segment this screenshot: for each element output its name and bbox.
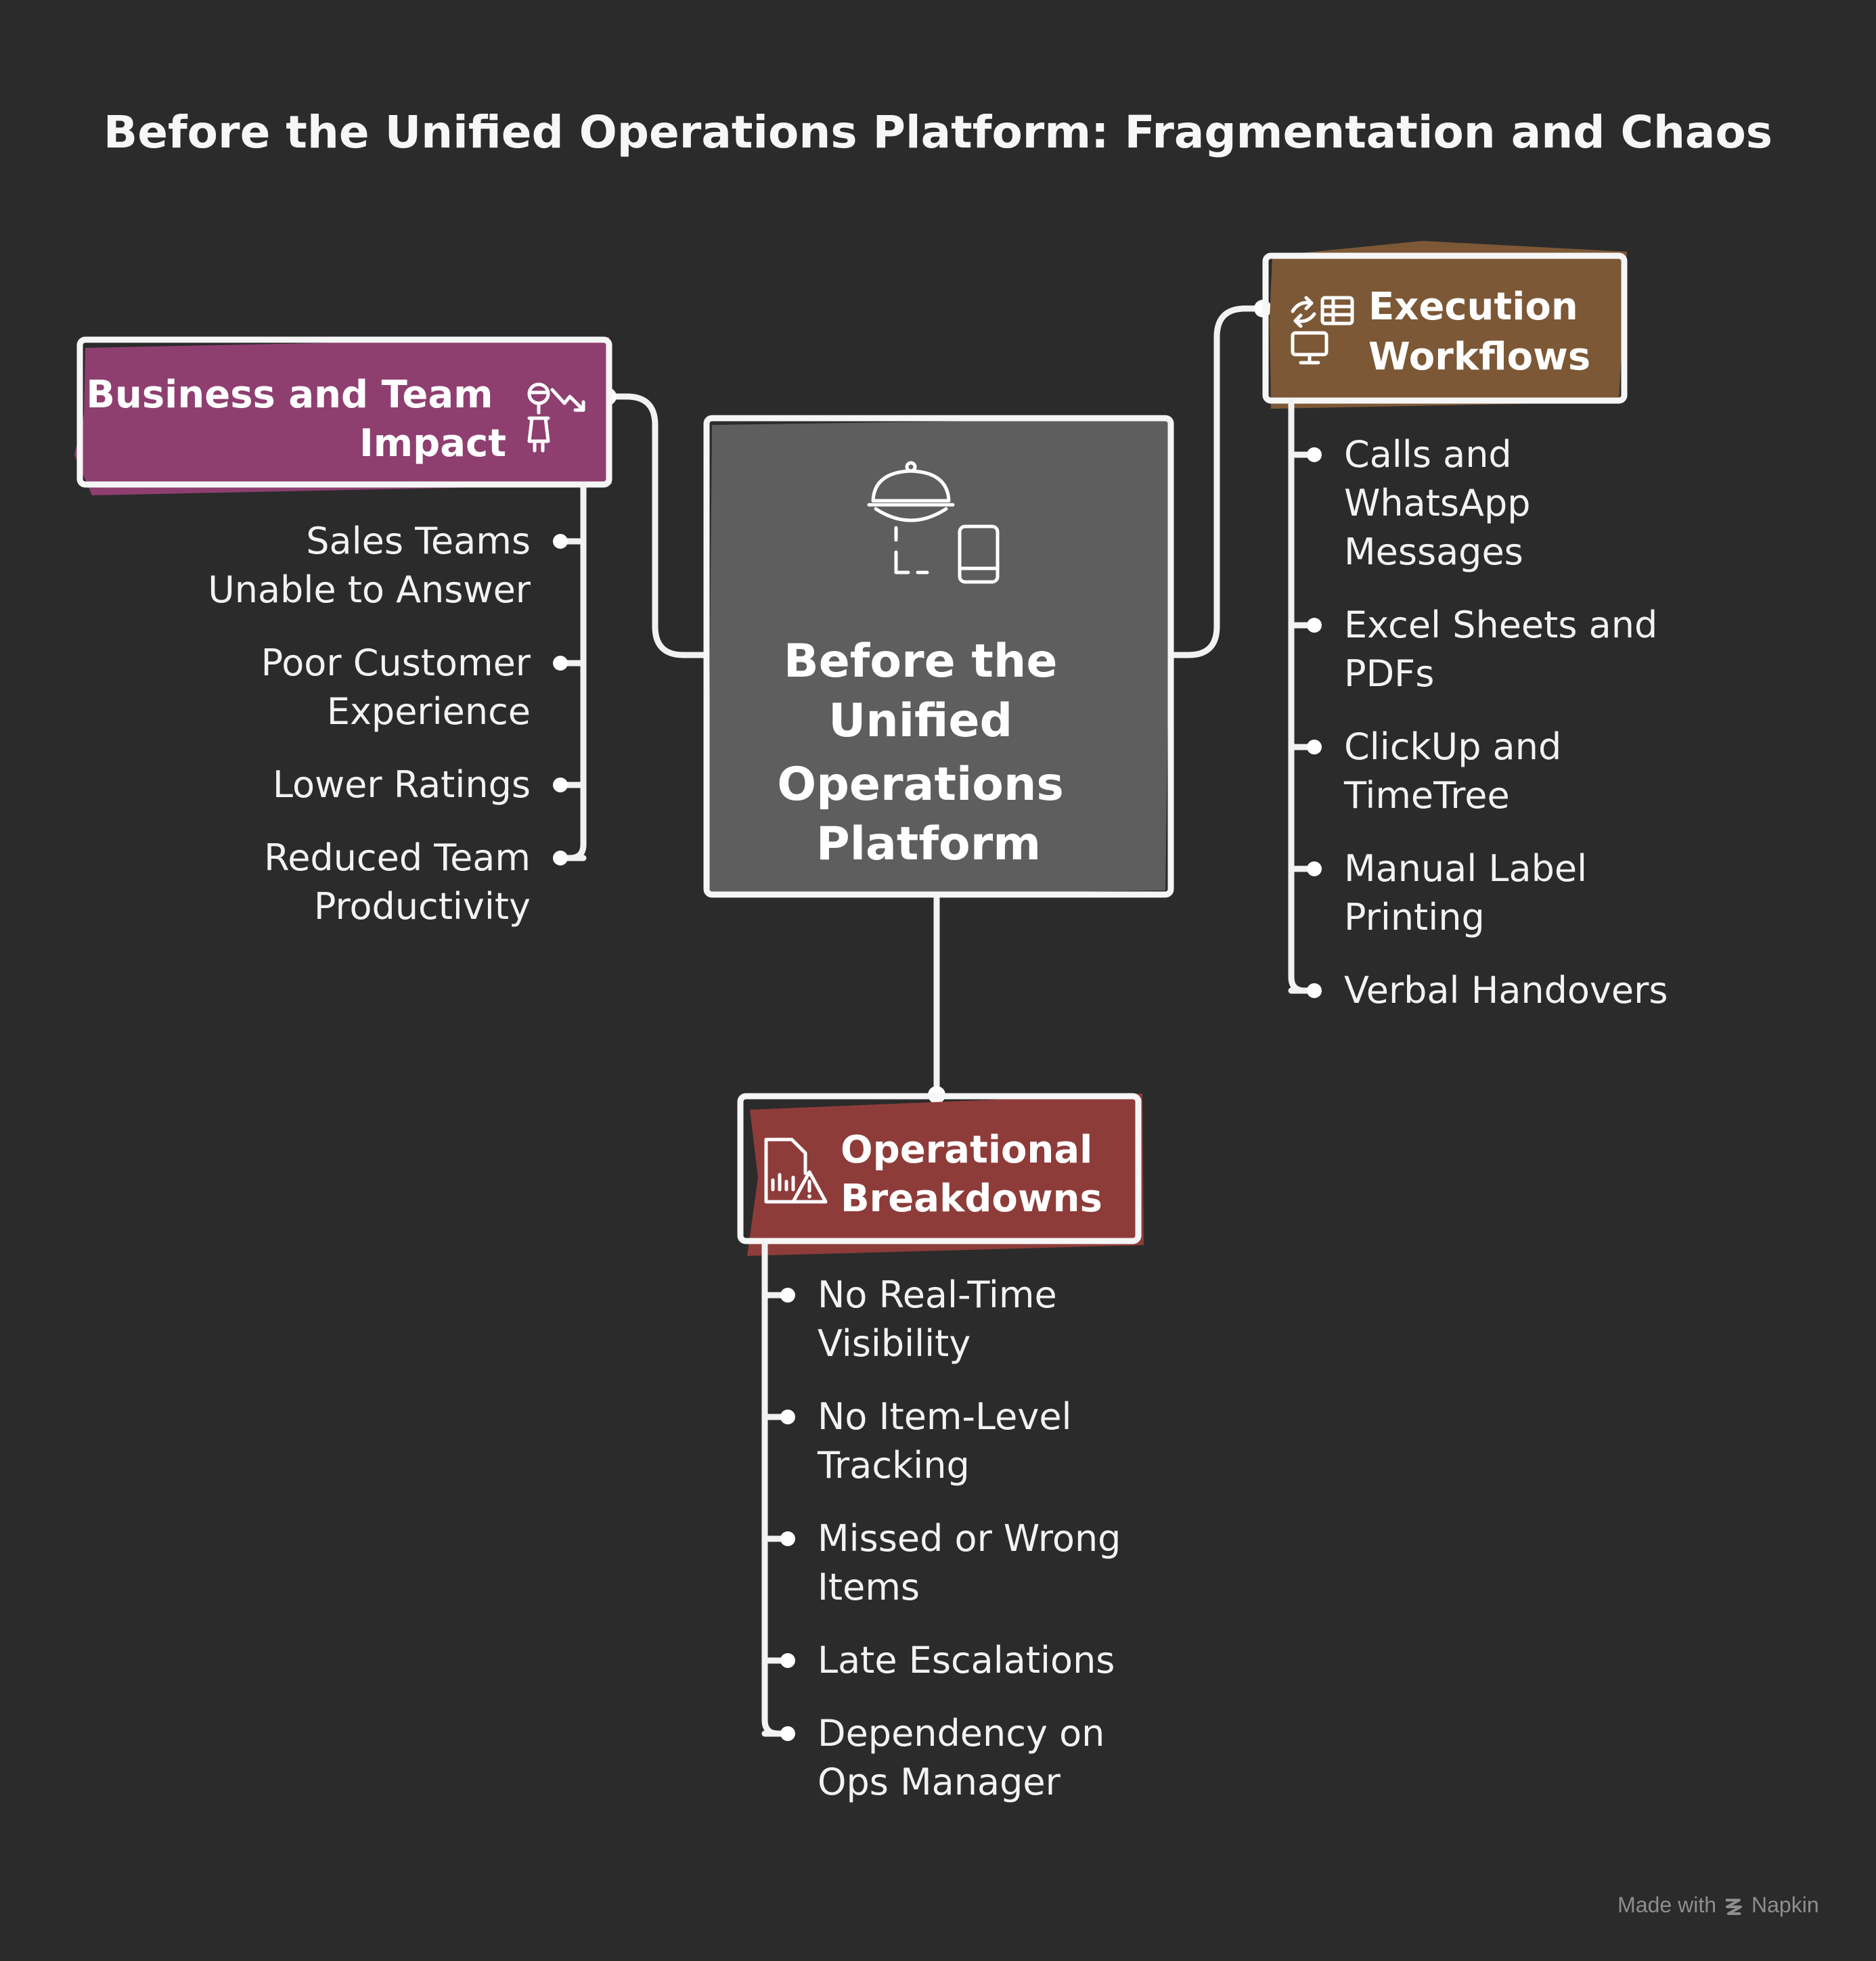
bullet-dot — [1307, 618, 1322, 633]
center-node-title: Before the Unified Operations Platform — [777, 635, 1079, 871]
made-with-napkin-credit: Made with Napkin — [1617, 1893, 1818, 1917]
credit-brand: Napkin — [1751, 1893, 1819, 1917]
center-node-frame — [703, 415, 1174, 898]
bullet-dot — [553, 777, 568, 792]
operational-breakdowns-node: Operational Breakdowns — [737, 1093, 1144, 1256]
business-node-frame — [76, 336, 612, 488]
food-cloche-phone-icon — [867, 461, 1000, 584]
business-node-fill — [74, 337, 612, 495]
bullet-dot — [780, 1410, 795, 1424]
bullet-dot — [780, 1531, 795, 1546]
bullet-dot — [553, 656, 568, 671]
person-decline-icon — [527, 382, 585, 453]
list-item: Verbal Handovers — [1288, 969, 1668, 1012]
list-spine — [1288, 397, 1308, 994]
napkin-logo-icon — [1726, 1899, 1742, 1915]
sync-sheet-monitor-icon — [1291, 296, 1354, 365]
execution-node-fill — [1270, 241, 1627, 409]
credit-prefix: Made with — [1617, 1893, 1716, 1917]
list-item-label: Lower Ratings — [273, 763, 531, 806]
bullet-dot — [1307, 740, 1322, 754]
report-warning-icon — [764, 1137, 828, 1204]
bullet-dot — [780, 1288, 795, 1303]
execution-node-title: Execution Workflows — [1368, 285, 1591, 379]
connector-execution — [1167, 305, 1266, 658]
list-item: Lower Ratings — [273, 763, 587, 806]
list-item: Late Escalations — [761, 1639, 1115, 1682]
bullet-dot — [1307, 983, 1322, 998]
bullet-dot — [1307, 447, 1322, 462]
center-node-fill — [708, 418, 1172, 896]
bullet-dot — [553, 851, 568, 865]
operational-node-fill — [747, 1094, 1144, 1256]
list-item-label: Verbal Handovers — [1344, 969, 1668, 1012]
bullet-dot — [780, 1726, 795, 1741]
operational-node-title: Operational Breakdowns — [841, 1128, 1106, 1221]
business-node-title: Business and Team Impact — [86, 373, 506, 466]
bullet-dot — [780, 1653, 795, 1668]
business-impact-node: Business and Team Impact — [74, 336, 612, 495]
page-title: Before the Unified Operations Platform: … — [104, 106, 1772, 158]
center-node: Before the Unified Operations Platform — [703, 415, 1174, 898]
bullet-dot — [1307, 861, 1322, 876]
bullet-dot — [553, 534, 568, 549]
connector-business — [604, 393, 710, 658]
execution-workflows-node: Execution Workflows — [1262, 241, 1628, 409]
operational-node-frame — [737, 1093, 1142, 1244]
execution-node-frame — [1262, 252, 1628, 404]
list-item-label: Late Escalations — [818, 1639, 1115, 1682]
